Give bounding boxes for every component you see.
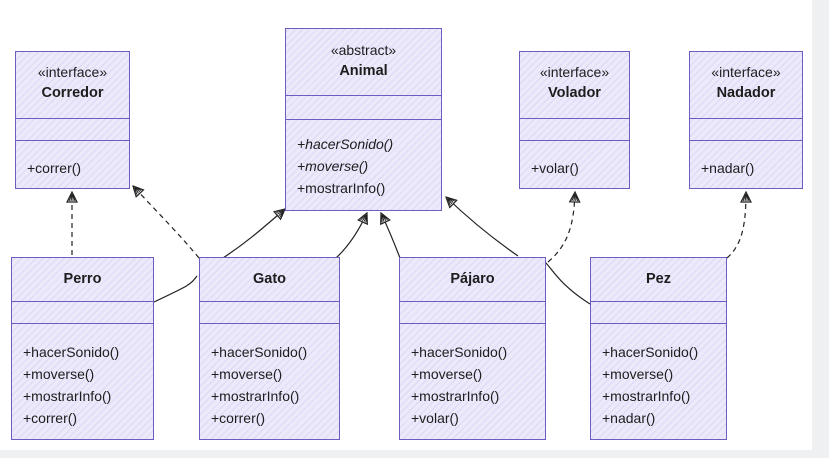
method: +mostrarInfo(): [211, 388, 300, 404]
class-nadador-attributes: [690, 118, 802, 140]
method: +moverse(): [297, 158, 369, 174]
method: +hacerSonido(): [211, 344, 308, 360]
class-pez-attributes: [591, 301, 726, 323]
method: +moverse(): [211, 366, 283, 382]
class-pajaro-attributes: [400, 301, 545, 323]
method: +mostrarInfo(): [297, 180, 386, 196]
class-gato: Gato +hacerSonido() +moverse() +mostrarI…: [199, 257, 340, 440]
class-gato-header: Gato: [200, 258, 339, 301]
method: +moverse(): [23, 366, 95, 382]
pez-to-nadador-link: [726, 192, 746, 259]
class-gato-methods: +hacerSonido() +moverse() +mostrarInfo()…: [200, 323, 339, 429]
class-corredor-name: Corredor: [41, 85, 104, 101]
class-pajaro: Pájaro +hacerSonido() +moverse() +mostra…: [399, 257, 546, 440]
class-pajaro-name: Pájaro: [450, 271, 495, 287]
perro-to-animal-link: [153, 209, 285, 303]
method: +correr(): [23, 410, 78, 426]
gato-to-animal-link: [335, 213, 367, 259]
class-volador-attributes: [520, 118, 629, 140]
relations-layer: [0, 0, 812, 305]
class-volador-methods: +volar(): [520, 140, 629, 179]
method: +correr(): [27, 160, 82, 176]
method: +hacerSonido(): [23, 344, 120, 360]
pajaro-to-animal-link: [381, 213, 401, 259]
method: +nadar(): [602, 410, 656, 426]
class-pez-name: Pez: [646, 271, 671, 287]
class-perro-methods: +hacerSonido() +moverse() +mostrarInfo()…: [12, 323, 153, 429]
class-nadador-stereotype: «interface»: [711, 64, 781, 80]
class-perro-name: Perro: [63, 271, 102, 287]
pez-to-animal-link: [446, 197, 591, 305]
class-volador-name: Volador: [548, 85, 601, 101]
method: +hacerSonido(): [602, 344, 699, 360]
class-volador-header: «interface» Volador: [520, 52, 629, 118]
class-pajaro-methods: +hacerSonido() +moverse() +mostrarInfo()…: [400, 323, 545, 429]
method: +volar(): [411, 410, 459, 426]
class-nadador: «interface» Nadador +nadar(): [689, 51, 803, 189]
class-corredor-attributes: [16, 118, 129, 140]
class-pez-methods: +hacerSonido() +moverse() +mostrarInfo()…: [591, 323, 726, 429]
method: +moverse(): [411, 366, 483, 382]
pajaro-to-volador-link: [547, 192, 575, 263]
method: +moverse(): [602, 366, 674, 382]
class-animal-header: «abstract» Animal: [286, 29, 441, 95]
class-volador: «interface» Volador +volar(): [519, 51, 630, 189]
class-corredor: «interface» Corredor +correr(): [15, 51, 130, 189]
method: +hacerSonido(): [411, 344, 508, 360]
class-corredor-header: «interface» Corredor: [16, 52, 129, 118]
uml-class-diagram: «interface» Corredor +correr() «abstract…: [0, 0, 812, 450]
class-gato-name: Gato: [252, 271, 287, 287]
method: +nadar(): [701, 160, 755, 176]
class-nadador-name: Nadador: [716, 85, 776, 101]
class-corredor-methods: +correr(): [16, 140, 129, 179]
class-pez-header: Pez: [591, 258, 726, 301]
class-nadador-methods: +nadar(): [690, 140, 802, 179]
class-animal-name: Animal: [339, 63, 388, 79]
class-animal: «abstract» Animal +hacerSonido() +movers…: [285, 28, 442, 211]
method: +correr(): [211, 410, 266, 426]
class-perro-attributes: [12, 301, 153, 323]
method: +volar(): [531, 160, 579, 176]
class-pajaro-header: Pájaro: [400, 258, 545, 301]
class-volador-stereotype: «interface»: [539, 64, 610, 80]
class-animal-attributes: [286, 95, 441, 119]
class-nadador-header: «interface» Nadador: [690, 52, 802, 118]
method: +mostrarInfo(): [23, 388, 112, 404]
class-corredor-stereotype: «interface»: [37, 64, 108, 80]
class-pez: Pez +hacerSonido() +moverse() +mostrarIn…: [590, 257, 727, 440]
method: +mostrarInfo(): [602, 388, 691, 404]
class-gato-attributes: [200, 301, 339, 323]
class-animal-methods: +hacerSonido() +moverse() +mostrarInfo(): [286, 119, 441, 199]
class-animal-stereotype: «abstract»: [330, 42, 397, 58]
class-perro-header: Perro: [12, 258, 153, 301]
gato-to-corredor-link: [133, 186, 200, 259]
method: +hacerSonido(): [297, 136, 394, 152]
class-perro: Perro +hacerSonido() +moverse() +mostrar…: [11, 257, 154, 440]
method: +mostrarInfo(): [411, 388, 500, 404]
